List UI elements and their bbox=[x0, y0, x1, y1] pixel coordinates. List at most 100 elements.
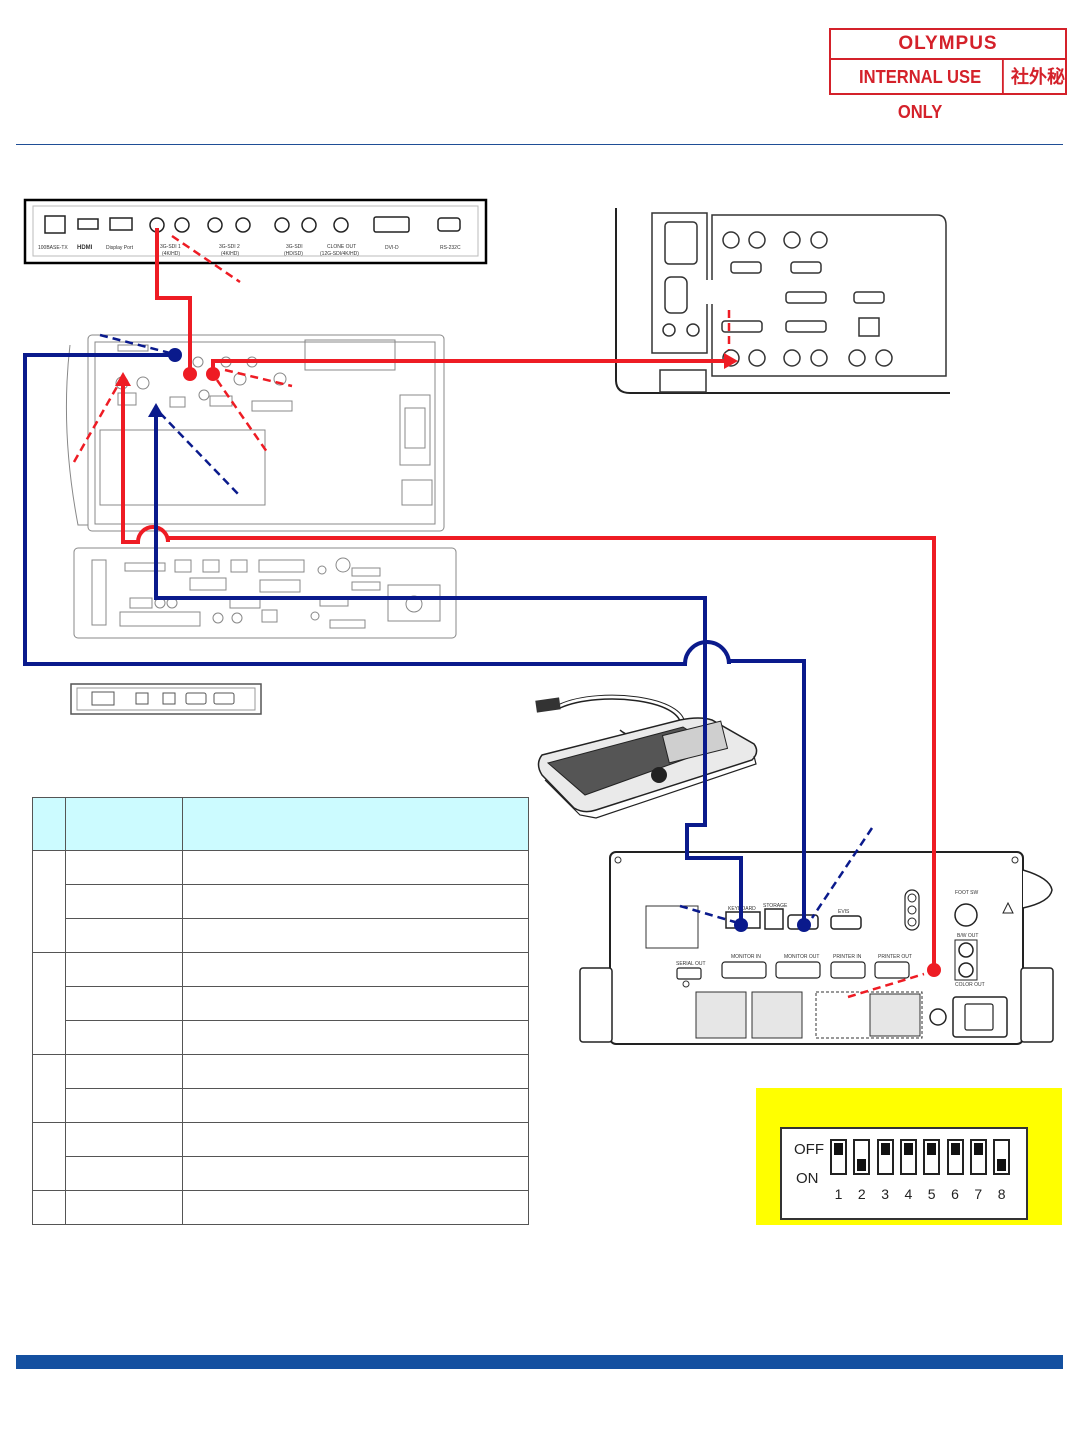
dip-switch-knob bbox=[834, 1143, 843, 1155]
monitor-out-label: MONITOR OUT bbox=[784, 954, 819, 960]
confidential-kanji: 社外秘 bbox=[1011, 67, 1065, 88]
dip-switch-6[interactable] bbox=[946, 1139, 964, 1175]
power-inlet-icon bbox=[664, 221, 698, 265]
dip-switch-number: 2 bbox=[857, 1186, 866, 1202]
dip-switch-7[interactable] bbox=[969, 1139, 987, 1175]
table-cell bbox=[65, 918, 183, 953]
dip-switch-number: 7 bbox=[974, 1186, 983, 1202]
pointer-lines bbox=[72, 234, 925, 999]
table-group-cell bbox=[32, 850, 66, 953]
displayport-icon bbox=[109, 217, 133, 231]
dvid-label: DVI-D bbox=[385, 245, 399, 251]
dip-switch-number: 4 bbox=[904, 1186, 913, 1202]
interface-module bbox=[70, 683, 262, 715]
lan-label: 100BASE-TX bbox=[38, 245, 68, 251]
header-rule bbox=[16, 144, 1063, 145]
olympus-logo: OLYMPUS INTERNAL USE ONLY 社外秘 bbox=[829, 28, 1067, 122]
table-cell bbox=[65, 1122, 183, 1157]
printer-out-label: PRINTER OUT bbox=[878, 954, 912, 960]
clone-sub-label: (12G-SDI/4K/HD) bbox=[320, 251, 359, 257]
table-header-cell bbox=[65, 797, 183, 851]
sdi1-label: 3G-SDI 1 bbox=[160, 244, 181, 250]
color-out-label: COLOR OUT bbox=[955, 982, 985, 988]
table-row bbox=[33, 986, 529, 1021]
dip-switch-knob bbox=[997, 1159, 1007, 1171]
dip-switch-knob bbox=[903, 1143, 913, 1155]
table-row bbox=[32, 1054, 529, 1123]
dip-switch-knob bbox=[857, 1159, 867, 1171]
rs232c-port-icon bbox=[437, 217, 461, 232]
processor-rear-panel-lower bbox=[73, 547, 457, 639]
table-group-cell bbox=[32, 1122, 66, 1191]
red-cable-sdi-out bbox=[155, 228, 192, 374]
dip-switch-1[interactable] bbox=[830, 1139, 847, 1175]
table-cell bbox=[65, 952, 183, 987]
table-row bbox=[32, 952, 529, 1055]
dip-switch-knob bbox=[950, 1143, 960, 1155]
table-cell bbox=[182, 918, 529, 953]
printer-in-label: PRINTER IN bbox=[833, 954, 862, 960]
sdi3-sub-label: (HD/SD) bbox=[284, 251, 303, 257]
table-row bbox=[33, 1020, 529, 1055]
red-cable-to-monitor bbox=[211, 359, 729, 374]
dip-switch-knob bbox=[880, 1143, 890, 1155]
table-cell bbox=[65, 850, 183, 885]
table-row bbox=[32, 1190, 529, 1225]
warning-icon bbox=[1002, 901, 1014, 914]
table-cell bbox=[182, 1156, 529, 1191]
hdmi-port-icon bbox=[77, 218, 99, 230]
monitor-sdi-in-port-icon bbox=[722, 349, 740, 367]
table-cell bbox=[65, 986, 183, 1021]
clone-label: CLONE OUT bbox=[327, 244, 356, 250]
table-cell bbox=[65, 1088, 183, 1123]
dip-switch-number: 5 bbox=[927, 1186, 936, 1202]
table-row bbox=[32, 1122, 529, 1191]
table-cell bbox=[182, 952, 529, 987]
table-cell bbox=[182, 884, 529, 919]
table-row bbox=[33, 918, 529, 953]
footer-bar bbox=[16, 1355, 1063, 1369]
dip-switch-number: 3 bbox=[881, 1186, 889, 1202]
bw-out-label: B/W OUT bbox=[957, 933, 978, 939]
displayport-label: Display Port bbox=[106, 245, 134, 251]
table-row bbox=[33, 1156, 529, 1191]
table-cell bbox=[182, 1054, 529, 1089]
dip-switch-number: 6 bbox=[951, 1186, 959, 1202]
sdi2-label: 3G-SDI 2 bbox=[219, 244, 240, 250]
table-row bbox=[33, 884, 529, 919]
sdi1-sub-label: (4K/HD) bbox=[162, 251, 180, 257]
lan-port-icon bbox=[44, 215, 66, 234]
dip-off-label: OFF bbox=[794, 1141, 824, 1158]
dip-switch-8[interactable] bbox=[993, 1139, 1011, 1175]
dip-switch-4[interactable] bbox=[899, 1139, 917, 1175]
serial-out-label: SERIAL OUT bbox=[676, 961, 706, 967]
monitor-in-label: MONITOR IN bbox=[731, 954, 761, 960]
table-cell bbox=[182, 1020, 529, 1055]
logo-brand: OLYMPUS bbox=[831, 30, 1065, 60]
dip-switch-knob bbox=[973, 1143, 983, 1155]
table-header-cell bbox=[182, 797, 529, 851]
table-cell bbox=[182, 850, 529, 885]
monitor-rear-panel bbox=[615, 208, 950, 394]
internal-use-label: INTERNAL USE ONLY bbox=[838, 60, 1004, 122]
connection-table bbox=[32, 797, 529, 1225]
dip-switch-5[interactable] bbox=[923, 1139, 941, 1175]
dip-switch-2[interactable] bbox=[853, 1139, 871, 1175]
blue-cable-keyboard bbox=[154, 410, 743, 925]
dip-switch-number: 1 bbox=[834, 1186, 843, 1202]
storage-port-label: STORAGE bbox=[763, 903, 788, 909]
dip-switch-3[interactable] bbox=[876, 1139, 894, 1175]
table-header-cell bbox=[32, 797, 66, 851]
dip-switch-knob bbox=[927, 1143, 937, 1155]
peripheral-unit-rear: KEYBOARD STORAGE EVIS SERIAL OUT MONITOR… bbox=[579, 851, 1054, 1045]
table-row bbox=[33, 1088, 529, 1123]
table-cell bbox=[65, 1190, 183, 1225]
rs232c-label: RS-232C bbox=[440, 245, 461, 251]
table-cell bbox=[65, 1020, 183, 1055]
table-row bbox=[32, 850, 529, 953]
table-cell bbox=[182, 986, 529, 1021]
sdi3-label: 3G-SDI bbox=[286, 244, 303, 250]
